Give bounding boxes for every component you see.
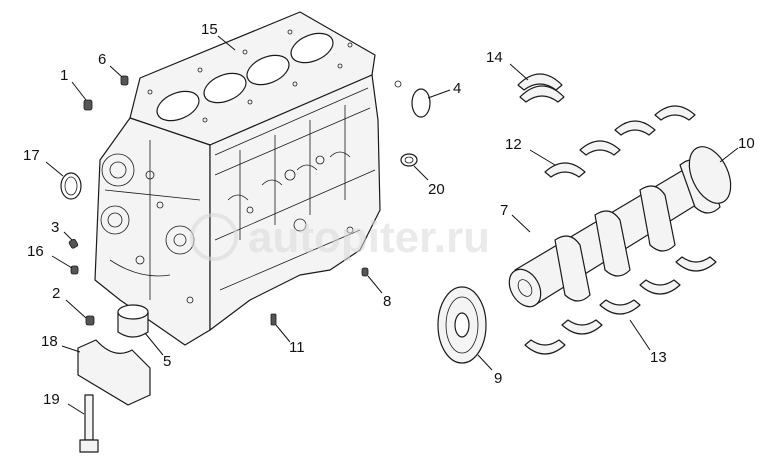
callout-11: 11 (289, 339, 305, 356)
callout-12: 12 (505, 136, 522, 153)
plug-part-3 (68, 238, 79, 249)
plug-part-6 (120, 75, 129, 86)
callout-6: 6 (98, 51, 106, 68)
plug-part-2 (85, 315, 95, 326)
plug-part-16 (70, 265, 79, 275)
small-parts (60, 75, 431, 453)
bolt-part-19 (84, 394, 94, 441)
callout-2: 2 (52, 285, 60, 302)
seal-part-20 (400, 153, 418, 167)
callout-9: 9 (494, 370, 502, 387)
o-ring-part-17 (60, 172, 82, 200)
callout-19: 19 (43, 391, 60, 408)
cup-plug-part-4 (411, 88, 431, 118)
dowel-part-11 (270, 313, 277, 326)
crankshaft (508, 146, 732, 308)
callout-8: 8 (383, 293, 391, 310)
callout-5: 5 (163, 353, 171, 370)
callout-1: 1 (60, 67, 68, 84)
main-bearing-shells-lower (524, 256, 717, 355)
watermark-text: autopiter.ru (248, 213, 490, 262)
watermark: autopiter.ru (190, 213, 490, 262)
callout-15: 15 (201, 21, 218, 38)
callout-10: 10 (738, 135, 755, 152)
callout-3: 3 (51, 219, 59, 236)
callout-14: 14 (486, 49, 503, 66)
callout-7: 7 (500, 202, 508, 219)
main-bearing-shells-upper (517, 73, 696, 178)
main-cap-part-18 (77, 339, 151, 406)
callout-13: 13 (650, 349, 667, 366)
callout-4: 4 (453, 80, 461, 97)
watermark-logo-icon (190, 213, 238, 261)
plug-part-1 (83, 99, 93, 111)
plug-part-8 (361, 267, 369, 277)
callout-16: 16 (27, 243, 44, 260)
engine-block (94, 11, 381, 346)
callout-18: 18 (41, 333, 58, 350)
callout-20: 20 (428, 181, 445, 198)
crank-gear (437, 286, 487, 364)
callout-17: 17 (23, 147, 40, 164)
callouts: 1 2 3 4 5 6 7 8 9 10 11 12 13 14 15 16 1 (23, 21, 755, 415)
